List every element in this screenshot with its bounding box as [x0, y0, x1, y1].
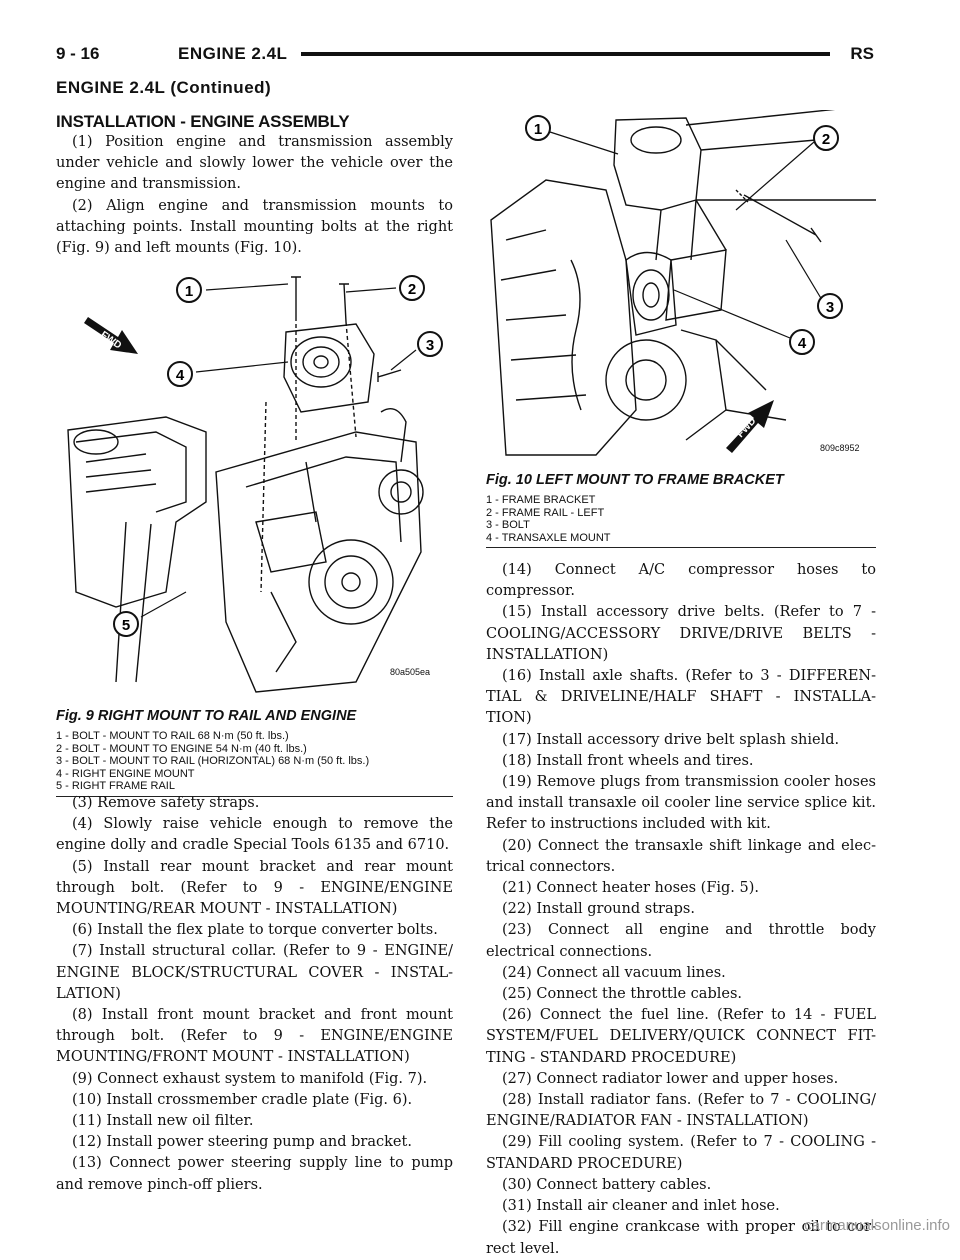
- paragraph: (7) Install structural collar. (Refer to…: [56, 943, 453, 1002]
- page-header: 9 - 16 ENGINE 2.4L RS: [56, 40, 874, 68]
- continued-title: ENGINE 2.4L (Continued): [56, 78, 272, 97]
- legend-item: 2 - FRAME RAIL - LEFT: [486, 506, 605, 519]
- fig10-legend: 1 - FRAME BRACKET 2 - FRAME RAIL - LEFT …: [486, 494, 876, 544]
- paragraph: (18) Install front wheels and tires.: [502, 752, 754, 769]
- legend-item: 3 - BOLT: [486, 519, 530, 532]
- fig9-rule: [56, 795, 453, 797]
- paragraph: (24) Connect all vacuum lines.: [502, 964, 726, 981]
- right-text: (14) Connect A/C compressor hoses to com…: [486, 560, 876, 1260]
- paragraph: (19) Remove plugs from transmission cool…: [486, 774, 876, 833]
- fig10-caption-block: Fig. 10 LEFT MOUNT TO FRAME BRACKET 1 - …: [486, 472, 876, 549]
- fig9-callout-4: 4: [167, 361, 193, 387]
- figure-10: FWD 1 2 3 4 809c8952: [486, 110, 876, 470]
- fig10-callout-4: 4: [789, 329, 815, 355]
- fig9-callout-1: 1: [176, 277, 202, 303]
- section-title: INSTALLATION - ENGINE ASSEMBLY: [56, 112, 350, 131]
- paragraph: (27) Connect radiator lower and upper ho…: [502, 1070, 839, 1087]
- paragraph: (29) Fill cooling system. (Refer to 7 - …: [486, 1134, 876, 1172]
- svg-text:3: 3: [826, 299, 834, 316]
- legend-item: 4 - RIGHT ENGINE MOUNT: [56, 767, 195, 780]
- svg-text:2: 2: [408, 281, 416, 298]
- fig9-callout-5: 5: [113, 611, 139, 637]
- svg-text:1: 1: [534, 121, 542, 138]
- paragraph: (20) Connect the transaxle shift linkage…: [486, 837, 876, 875]
- paragraph: (22) Install ground straps.: [502, 901, 695, 918]
- paragraph: (26) Connect the fuel line. (Refer to 14…: [486, 1007, 876, 1066]
- legend-item: 1 - FRAME BRACKET: [486, 494, 596, 506]
- svg-text:1: 1: [185, 283, 193, 300]
- fig10-code: 809c8952: [820, 443, 860, 453]
- paragraph: (15) Install accessory drive belts. (Ref…: [486, 604, 876, 663]
- svg-text:2: 2: [822, 131, 830, 148]
- fig9-legend: 1 - BOLT - MOUNT TO RAIL 68 N·m (50 ft. …: [56, 730, 453, 793]
- fig10-callout-2: 2: [813, 125, 839, 151]
- fig9-code: 80a505ea: [390, 667, 431, 677]
- paragraph: (1) Position engine and transmission ass…: [56, 134, 453, 193]
- fig9-callout-2: 2: [399, 275, 425, 301]
- left-bottom-text: (3) Remove safety straps. (4) Slowly rai…: [56, 793, 453, 1196]
- svg-text:5: 5: [122, 617, 130, 634]
- paragraph: (17) Install accessory drive belt splash…: [502, 731, 840, 748]
- fig9-illustration: FWD 1 2 3 4 5: [67, 275, 443, 693]
- paragraph: (9) Connect exhaust system to manifold (…: [72, 1070, 428, 1087]
- fig10-caption: Fig. 10 LEFT MOUNT TO FRAME BRACKET: [486, 472, 784, 488]
- svg-text:3: 3: [426, 337, 434, 354]
- legend-item: 4 - TRANSAXLE MOUNT: [486, 531, 611, 544]
- paragraph: (21) Connect heater hoses (Fig. 5).: [502, 880, 760, 897]
- header-code: RS: [850, 44, 874, 63]
- left-top-text: (1) Position engine and transmission ass…: [56, 132, 453, 259]
- paragraph: (13) Connect power steering supply line …: [56, 1155, 453, 1193]
- paragraph: (23) Connect all engine and throttle bod…: [486, 922, 876, 960]
- paragraph: (4) Slowly raise vehicle enough to remov…: [56, 816, 453, 854]
- paragraph: (3) Remove safety straps.: [72, 795, 260, 811]
- figure-9: FWD 1 2 3 4 5 80a505ea: [56, 262, 453, 720]
- fwd-arrow-icon: FWD: [726, 400, 774, 453]
- paragraph: (10) Install crossmember cradle plate (F…: [72, 1091, 413, 1108]
- fig10-illustration: FWD 1 2 3 4: [490, 110, 876, 456]
- paragraph: (28) Install radiator fans. (Refer to 7 …: [486, 1092, 876, 1130]
- legend-item: 1 - BOLT - MOUNT TO RAIL 68 N·m (50 ft. …: [56, 730, 289, 742]
- legend-item: 5 - RIGHT FRAME RAIL: [56, 780, 175, 793]
- fig9-caption-block: Fig. 9 RIGHT MOUNT TO RAIL AND ENGINE 1 …: [56, 708, 453, 797]
- paragraph: (31) Install air cleaner and inlet hose.: [502, 1198, 780, 1215]
- fig10-callout-3: 3: [817, 293, 843, 319]
- svg-text:4: 4: [798, 335, 807, 352]
- fwd-arrow-icon: FWD: [84, 317, 138, 354]
- legend-item: 2 - BOLT - MOUNT TO ENGINE 54 N·m (40 ft…: [56, 742, 307, 755]
- paragraph: (14) Connect A/C compressor hoses to com…: [486, 562, 876, 600]
- fig10-rule: [486, 547, 876, 549]
- legend-item: 3 - BOLT - MOUNT TO RAIL (HORIZONTAL) 68…: [56, 755, 370, 768]
- paragraph: (5) Install rear mount bracket and rear …: [56, 858, 453, 918]
- header-rule: [301, 52, 830, 56]
- paragraph: (16) Install axle shafts. (Refer to 3 - …: [486, 668, 876, 727]
- paragraph: (30) Connect battery cables.: [502, 1176, 712, 1193]
- paragraph: (11) Install new oil filter.: [72, 1113, 254, 1130]
- header-title: ENGINE 2.4L: [178, 44, 288, 63]
- svg-text:4: 4: [176, 367, 185, 384]
- paragraph: (25) Connect the throttle cables.: [502, 986, 742, 1003]
- fig9-callout-3: 3: [417, 331, 443, 357]
- watermark[interactable]: carmanualsonline.info: [804, 1217, 950, 1234]
- paragraph: (6) Install the flex plate to torque con…: [72, 922, 438, 939]
- paragraph: (2) Align engine and transmission mounts…: [56, 197, 453, 257]
- paragraph: (12) Install power steering pump and bra…: [72, 1134, 412, 1151]
- fig10-callout-1: 1: [525, 115, 551, 141]
- page-number: 9 - 16: [56, 44, 100, 63]
- paragraph: (8) Install front mount bracket and fron…: [56, 1007, 453, 1066]
- fig9-caption: Fig. 9 RIGHT MOUNT TO RAIL AND ENGINE: [56, 708, 357, 724]
